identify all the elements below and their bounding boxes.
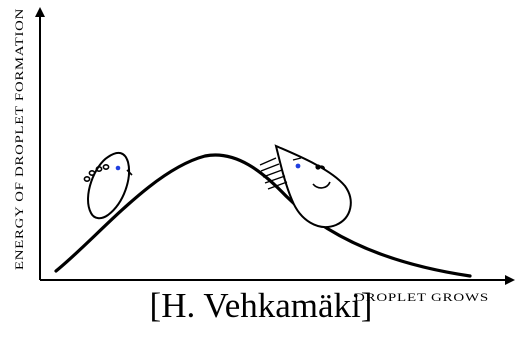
- sweat-drops-icon: [83, 164, 110, 183]
- climbing-droplet-nose: [126, 169, 133, 176]
- image-credit: [H. Vehkamäki]: [149, 286, 373, 325]
- sliding-droplet-body: [274, 144, 352, 228]
- sliding-droplet-eyebrow: [292, 157, 302, 161]
- sliding-droplet-nose-tip: [315, 164, 321, 170]
- speed-lines-icon: [259, 157, 288, 190]
- sliding-droplet-smile: [312, 181, 331, 189]
- y-axis-label: ENERGY OF DROPLET FORMATION: [14, 8, 26, 270]
- climbing-droplet-eye: [115, 165, 121, 171]
- climbing-droplet: [83, 151, 133, 220]
- x-axis-label: DROPLET GROWS: [354, 292, 489, 304]
- sliding-droplet-eye: [295, 163, 301, 169]
- sliding-droplet: [259, 144, 352, 228]
- energy-barrier-curve: [54, 153, 472, 278]
